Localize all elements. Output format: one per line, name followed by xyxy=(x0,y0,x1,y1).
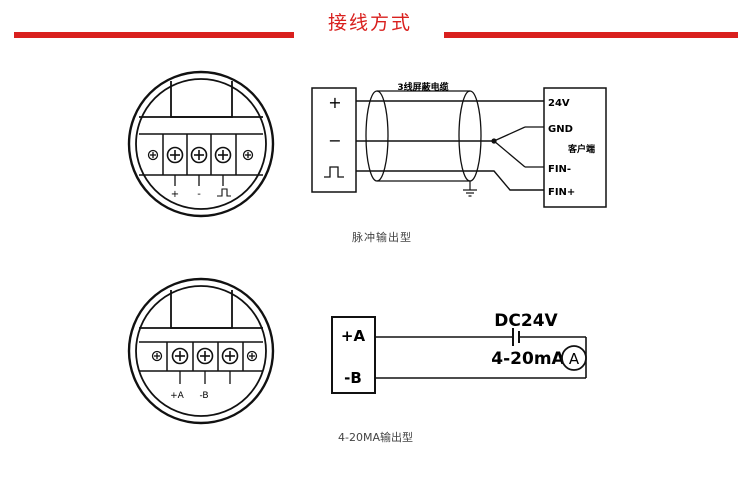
sensor-terminal-box xyxy=(331,316,376,394)
mount-screw-icon xyxy=(151,350,163,362)
pulse-terminal-housing: + - xyxy=(127,70,275,218)
mount-screw-icon xyxy=(246,350,258,362)
box-minus-label: − xyxy=(328,131,341,150)
terminal-label-b: -B xyxy=(199,391,208,401)
page-title: 接线方式 xyxy=(327,12,412,34)
terminal-screw-icon xyxy=(171,347,189,365)
client-box xyxy=(543,87,607,208)
sensor-terminal-box xyxy=(311,87,357,193)
wire-fin-plus xyxy=(356,170,544,191)
terminal-screw-icon xyxy=(214,146,232,164)
range-label: 4-20mA xyxy=(491,349,565,369)
terminal-screw-icon xyxy=(166,146,184,164)
terminal-label-minus: - xyxy=(197,189,201,200)
current-terminal-housing: +A -B xyxy=(127,277,275,425)
terminal-label-plus: + xyxy=(171,189,179,200)
box-plus-label: + xyxy=(328,93,341,112)
box-b-label: -B xyxy=(344,369,362,387)
current-caption: 4-20MA输出型 xyxy=(338,431,413,444)
ammeter-icon: A xyxy=(561,345,587,371)
battery-icon xyxy=(512,328,520,346)
current-schematic: +A -B DC24V 4-20mA A xyxy=(331,311,587,394)
header-bar-right xyxy=(444,32,738,38)
pulse-schematic: + − 3线屏蔽电缆 xyxy=(311,81,607,208)
terminal-screw-icon xyxy=(190,146,208,164)
header-bar-left xyxy=(14,32,294,38)
mount-screw-icon xyxy=(242,149,254,161)
ammeter-symbol: A xyxy=(569,350,580,368)
pulse-caption: 脉冲输出型 xyxy=(352,231,412,244)
client-fin-minus-label: FIN- xyxy=(548,164,571,175)
pulse-wave-icon xyxy=(324,166,344,178)
pulse-wave-icon xyxy=(217,188,231,197)
client-title: 客户端 xyxy=(567,143,595,155)
mount-screw-icon xyxy=(147,149,159,161)
cable-label: 3线屏蔽电缆 xyxy=(397,81,448,93)
cable-shield xyxy=(365,90,482,182)
supply-label: DC24V xyxy=(494,311,558,331)
terminal-screw-icon xyxy=(221,347,239,365)
client-gnd-label: GND xyxy=(548,124,573,135)
terminal-screw-icon xyxy=(196,347,214,365)
client-fin-plus-label: FIN+ xyxy=(548,187,575,198)
terminal-label-a: +A xyxy=(170,391,185,401)
ground-icon xyxy=(463,189,477,197)
client-24v-label: 24V xyxy=(548,98,570,109)
box-a-label: +A xyxy=(341,327,366,345)
